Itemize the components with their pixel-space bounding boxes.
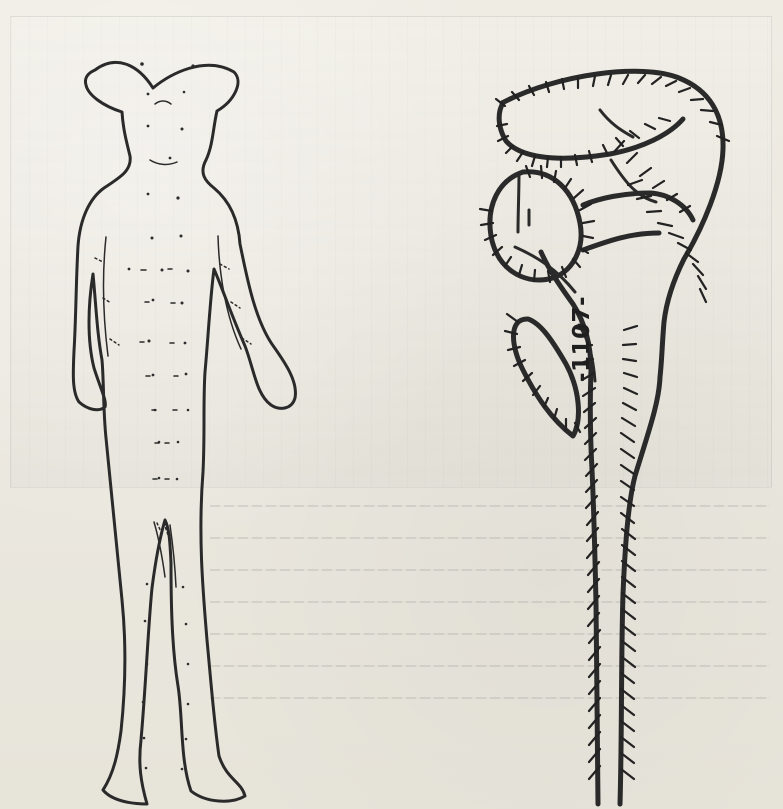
- body-markings: [95, 62, 251, 770]
- humanoid-outline-drawing: [73, 62, 295, 804]
- vertical-annotation-group: -1107-: [569, 296, 595, 382]
- hatch-strokes: [480, 75, 729, 779]
- hatched-organ-drawing: -1107-: [480, 71, 729, 804]
- vertical-handwritten-label: -1107-: [569, 296, 595, 382]
